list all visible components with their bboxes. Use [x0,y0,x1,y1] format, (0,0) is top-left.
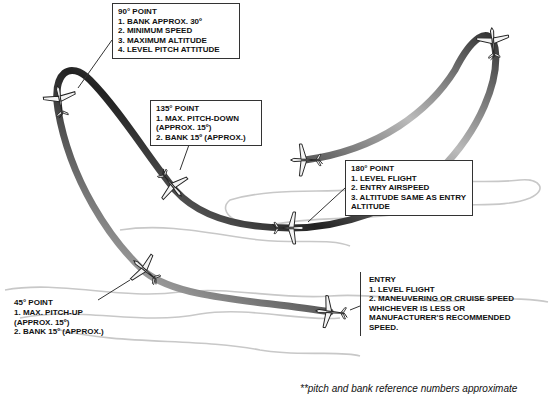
callout-item: 1. LEVEL FLIGHT [369,285,535,295]
callout-heading: 180° POINT [351,164,467,174]
flight-path [57,35,496,312]
airplane [124,248,169,293]
callout-item: 2. ENTRY AIRSPEED [351,183,467,193]
footnote: **pitch and bank reference numbers appro… [300,383,546,395]
callout-item: 2. MANEUVERING OR CRUISE SPEED WHICHEVER… [369,294,535,332]
point-label: 1. MAX. PITCH-UP (APPROX. 15º) [14,308,104,327]
callout-item: 1. MAX. PITCH-DOWN (APPROX. 15º) [156,114,256,133]
airplane [476,26,511,61]
leader-lines [78,40,360,310]
callout-box: ENTRY1. LEVEL FLIGHT2. MANEUVERING OR CR… [360,272,540,336]
point-label: 45° POINT [14,298,104,308]
callout-item: 1. LEVEL FLIGHT [351,174,467,184]
callout-heading: 135° POINT [156,104,256,114]
callout-box: 180° POINT1. LEVEL FLIGHT2. ENTRY AIRSPE… [345,160,473,216]
airplane [272,212,304,244]
callout-box: 135° POINT1. MAX. PITCH-DOWN (APPROX. 15… [150,100,262,146]
airplane [148,161,193,206]
callout-item: 3. MAXIMUM ALTITUDE [118,36,234,46]
airplane [291,144,323,176]
callout-item: 1. BANK APPROX. 30º [118,17,234,27]
callout-item: 4. LEVEL PITCH ATTITUDE [118,45,234,55]
callout-box: 90° POINT1. BANK APPROX. 30º2. MINIMUM S… [112,3,240,59]
callout-heading: 90° POINT [118,7,234,17]
airplane [314,295,349,330]
point-label: 2. BANK 15º (APPROX.) [14,327,114,337]
callout-heading: ENTRY [369,275,535,285]
callout-item: 2. MINIMUM SPEED [118,26,234,36]
airplane [42,83,79,120]
callout-item: 2. BANK 15º (APPROX.) [156,133,256,143]
callout-item: 3. ALTITUDE SAME AS ENTRY ALTITUDE [351,193,467,212]
